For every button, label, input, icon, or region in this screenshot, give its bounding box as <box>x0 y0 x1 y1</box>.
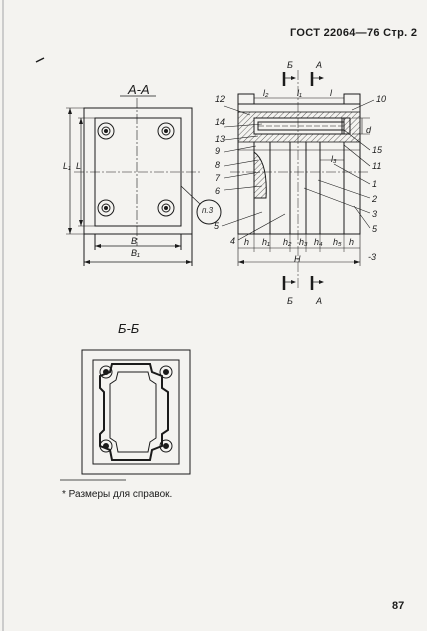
dim-h1: h₁ <box>262 237 270 247</box>
mark-b-bottom: Б <box>287 296 293 306</box>
callout-11: 11 <box>372 161 382 171</box>
mark-b-top: Б <box>287 60 293 70</box>
side-view <box>221 70 375 290</box>
callout-3: 3 <box>372 209 378 219</box>
callout-2: 2 <box>372 194 378 204</box>
section-aa-title: А-А <box>128 82 150 97</box>
page-header: ГОСТ 22064—76 Стр. 2 <box>290 27 418 39</box>
callout-7: 7 <box>215 173 221 183</box>
dim-h5: h₅ <box>333 237 342 247</box>
callout-6: 6 <box>215 186 221 196</box>
dim-h2: h₂ <box>283 237 292 247</box>
callout-4: 4 <box>230 236 236 246</box>
dim-h4: h₄ <box>314 237 323 247</box>
section-bb-title: Б-Б <box>118 321 140 336</box>
dim-l3: l₃ <box>331 154 337 164</box>
bolt-icon <box>97 122 175 217</box>
dim-h3: h₃ <box>299 237 308 247</box>
callout-14: 14 <box>215 117 226 127</box>
callout-1: 1 <box>372 179 378 189</box>
dim-h-left: h <box>244 237 250 247</box>
dim-b-label: B <box>131 236 138 246</box>
dim-l2: l₂ <box>263 88 269 98</box>
callout-12: 12 <box>215 94 226 104</box>
section-bb-view <box>81 349 191 475</box>
callout-5-right: 5 <box>372 224 378 234</box>
callout-8: 8 <box>215 160 221 170</box>
callout-10: 10 <box>376 94 387 104</box>
dim-h-right: h <box>349 237 355 247</box>
dim-h-total: H <box>294 254 301 264</box>
callout-15: 15 <box>372 145 383 155</box>
dim-d: d <box>366 125 372 135</box>
footnote-marker: -3 <box>368 252 377 262</box>
callout-p3: п.3 <box>202 206 214 215</box>
mark-a-top: А <box>316 60 323 70</box>
callout-9: 9 <box>215 146 221 156</box>
footnote: * Размеры для справок. <box>62 489 173 500</box>
dim-l1-top: l₁ <box>297 88 302 98</box>
mark-a-bottom: А <box>316 296 323 306</box>
callout-13: 13 <box>215 134 226 144</box>
dim-l1-label: L₁ <box>63 161 71 171</box>
dim-l-label: L <box>76 161 82 171</box>
section-aa-view <box>66 95 222 266</box>
dim-b1-label: B₁ <box>131 248 140 258</box>
dim-l-top: l <box>330 88 332 98</box>
page-number: 87 <box>392 600 405 612</box>
callout-5-left: 5 <box>214 221 220 231</box>
